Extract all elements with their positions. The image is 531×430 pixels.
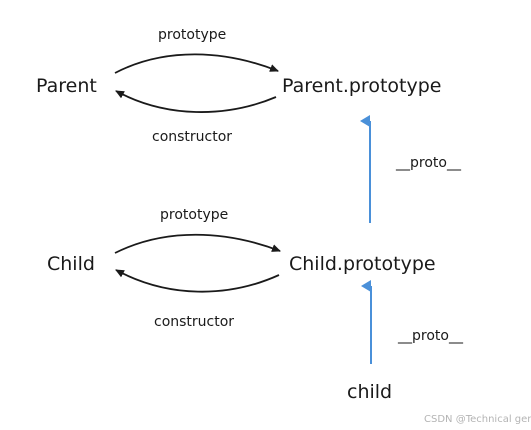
edge-label-child-instance-link: __proto__ — [397, 328, 464, 344]
edge-label-child-proto-link: __proto__ — [395, 155, 462, 171]
edge-child-prototype-arrow — [114, 233, 281, 254]
edge-label-parent-prototype: prototype — [158, 27, 226, 43]
edge-label-parent-constructor: constructor — [152, 129, 232, 145]
node-child-prototype: Child.prototype — [289, 253, 436, 275]
node-parent: Parent — [36, 75, 97, 97]
node-child-instance: child — [347, 381, 392, 403]
node-parent-prototype: Parent.prototype — [282, 75, 441, 97]
edge-label-child-constructor: constructor — [154, 314, 234, 330]
edge-parent-prototype-arrow — [114, 53, 279, 74]
edge-label-child-prototype: prototype — [160, 207, 228, 223]
edge-parent-constructor-arrow — [115, 90, 277, 113]
edge-child-constructor-arrow — [115, 269, 280, 293]
node-child: Child — [47, 253, 95, 275]
watermark: CSDN @Technical genius — [424, 414, 531, 425]
